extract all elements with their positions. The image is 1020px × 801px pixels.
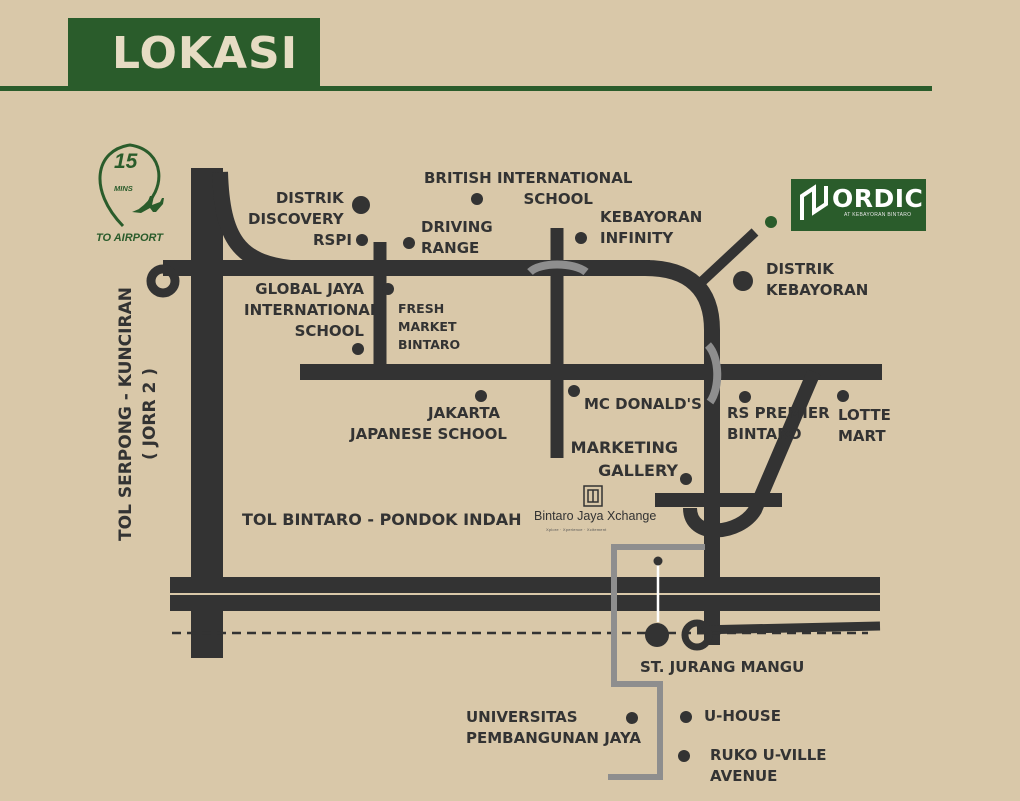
logo-tagline: AT KEBAYORAN BINTARO [844,212,912,218]
dot-universitas [626,712,638,724]
label-marketing-gallery: MARKETING GALLERY [570,436,678,482]
label-distrik-discovery: DISTRIK DISCOVERY [248,188,344,230]
label-japanese-school: JAKARTA JAPANESE SCHOOL [350,403,507,445]
label-distrik-kebayoran-line2: KEBAYORAN [766,281,869,299]
label-kebayoran-infinity-line1: KEBAYORAN [600,208,703,226]
pedestrian-link [608,544,705,780]
airport-badge-icon [98,143,161,228]
label-marketing-gallery-line2: GALLERY [598,461,678,480]
road-label-jorr: TOL SERPONG - KUNCIRAN ( JORR 2 ) [114,287,162,541]
header-rule [0,86,932,91]
label-global-jaya: GLOBAL JAYA INTERNATIONAL SCHOOL [244,279,380,342]
label-fresh-market-line3: BINTARO [398,337,461,352]
label-lotte-mart-line2: MART [838,427,886,445]
label-distrik-discovery-line2: DISCOVERY [248,210,344,228]
label-kebayoran-infinity: KEBAYORAN INFINITY [600,207,702,249]
dot-driving-range [403,237,415,249]
dot-distrik-discovery [352,196,370,214]
label-british-school-line1: BRITISH INTERNATIONAL [424,169,633,187]
label-distrik-discovery-line1: DISTRIK [275,189,344,207]
label-universitas-line1: UNIVERSITAS [466,708,578,726]
dot-marketing-gallery [680,473,692,485]
dot-kebayoran-infinity [575,232,587,244]
badge-caption: TO AIRPORT [96,232,164,244]
label-lotte-mart: LOTTE MART [838,405,891,447]
label-rs-premier-line1: RS PREMIER [727,404,830,422]
station-marker-west [645,623,669,647]
label-lotte-mart-line1: LOTTE [838,406,891,424]
dot-global-jaya [352,343,364,355]
bjx-name: Bintaro Jaya Xchange [534,509,657,523]
label-driving-range: DRIVING RANGE [421,217,493,259]
label-japanese-school-line2: JAPANESE SCHOOL [350,425,507,443]
label-rspi: RSPI [313,231,352,249]
label-ruko-line1: RUKO U-VILLE [710,746,827,764]
station-marker-east [681,619,713,651]
label-u-house: U-HOUSE [704,707,781,725]
dot-rspi [356,234,368,246]
label-fresh-market-line2: MARKET [398,319,457,334]
label-global-jaya-line3: SCHOOL [294,322,364,340]
label-ruko: RUKO U-VILLE AVENUE [710,745,827,787]
overpass-2 [704,342,722,405]
road-label-tol-bintaro: TOL BINTARO - PONDOK INDAH [242,510,522,529]
dot-u-house [680,711,692,723]
dot-japanese-school [475,390,487,402]
label-marketing-gallery-line1: MARKETING [570,438,678,457]
label-ruko-line2: AVENUE [710,767,778,785]
bjx-tagline: Xplore · Xperience · Xcitement [546,527,607,532]
road-diagonal-nordic [691,228,759,292]
dot-rs-premier [739,391,751,403]
label-universitas-line2: PEMBANGUNAN JAYA [466,729,641,747]
badge-minutes: 15 [114,150,138,173]
badge-unit: MINS [114,184,133,193]
nordic-mark [800,184,828,220]
page-title: LOKASI [112,28,299,79]
logo-name: ORDIC [832,184,924,213]
dot-lotte-mart [837,390,849,402]
label-kebayoran-infinity-line2: INFINITY [600,229,674,247]
label-driving-range-line1: DRIVING [421,218,493,236]
dot-mcdonalds [568,385,580,397]
road-station-link [696,621,881,635]
dot-nordic [765,216,777,228]
label-fresh-market: FRESH MARKET BINTARO [398,300,460,354]
road-label-jorr-line1: TOL SERPONG - KUNCIRAN [116,287,136,541]
label-distrik-kebayoran: DISTRIK KEBAYORAN [766,259,868,301]
label-st-jurang-mangu: ST. JURANG MANGU [640,658,805,676]
label-universitas: UNIVERSITAS PEMBANGUNAN JAYA [466,707,641,749]
label-mcdonalds: MC DONALD'S [584,395,702,413]
airplane-icon [132,196,164,213]
label-global-jaya-line2: INTERNATIONAL [244,301,380,319]
label-distrik-kebayoran-line1: DISTRIK [766,260,834,278]
bjx-logo-icon [583,485,603,507]
road-diagonal-east [683,369,821,538]
label-driving-range-line2: RANGE [421,239,480,257]
dot-ruko [678,750,690,762]
label-global-jaya-line1: GLOBAL JAYA [255,280,364,298]
skybridge-node [653,556,663,566]
dot-fresh-market [382,283,394,295]
label-fresh-market-line1: FRESH [398,301,445,316]
road-label-jorr-line2: ( JORR 2 ) [140,367,160,461]
dot-british-school [471,193,483,205]
roundabout-west [146,264,180,298]
overpass-1 [527,260,589,276]
title-banner: LOKASI [68,18,320,86]
label-british-school-line2: SCHOOL [523,190,593,208]
label-rs-premier: RS PREMIER BINTARO [727,403,830,445]
label-british-school: BRITISH INTERNATIONAL SCHOOL [424,168,632,210]
label-rs-premier-line2: BINTARO [727,425,802,443]
label-japanese-school-line1: JAKARTA [428,404,500,422]
dot-distrik-kebayoran [733,271,753,291]
